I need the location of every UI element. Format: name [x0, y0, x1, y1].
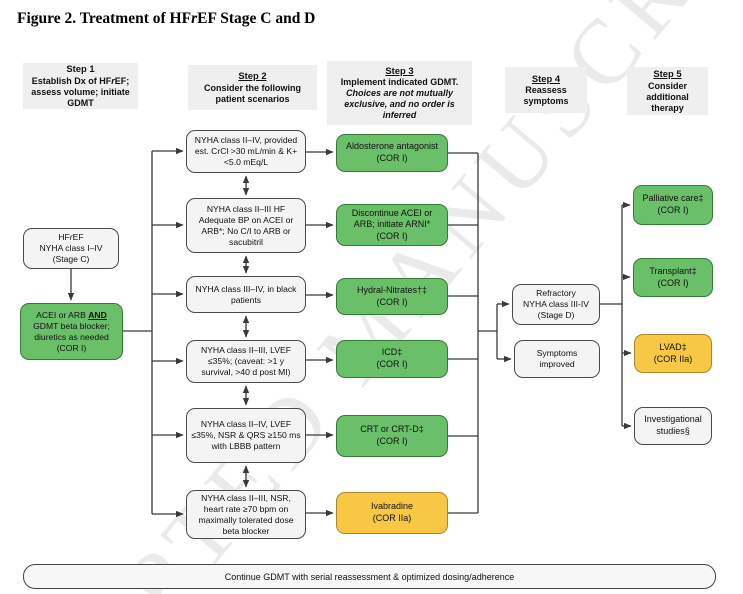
scenario-text: NYHA class II–IV, LVEF ≤35%, NSR & QRS ≥… — [191, 419, 301, 451]
palliative-care-box: Palliative care‡ (COR I) — [633, 185, 713, 225]
treatment-label: ICD‡ — [381, 347, 403, 358]
transplant-box: Transplant‡ (COR I) — [633, 258, 713, 297]
step-2-desc: Consider the following patient scenarios — [204, 82, 301, 104]
treatment-label: CRT or CRT-D‡ — [360, 424, 424, 435]
cor-label: (COR IIa) — [653, 353, 693, 364]
step-1-header: Step 1 Establish Dx of HFrEF; assess vol… — [23, 63, 138, 109]
scenario-text: NYHA class III–IV, in black patients — [195, 283, 297, 305]
step-5-label: Step 5 — [653, 68, 682, 80]
scenario-text: NYHA class II–III, NSR, heart rate ≥70 b… — [198, 492, 294, 536]
treatment-box-arni: Discontinue ACEI or ARB; initiate ARNI* … — [336, 204, 448, 246]
stage-c-box: HFrEF NYHA class I–IV (Stage C) — [23, 228, 119, 269]
step-1-label: Step 1 — [66, 63, 95, 75]
initial-gdmt-line1: ACEI or ARB AND — [36, 309, 107, 320]
additional-label: LVAD‡ — [659, 341, 687, 352]
treatment-label: Aldosterone antagonist — [345, 141, 439, 152]
treatment-box-crt: CRT or CRT-D‡ (COR I) — [336, 415, 448, 457]
cor-label: (COR I) — [657, 277, 689, 288]
step-5-header: Step 5 Consider additional therapy — [627, 67, 708, 115]
stage-c-line1: HFrEF — [58, 232, 84, 242]
step-5-desc: Consider additional therapy — [646, 80, 689, 113]
figure-title: Figure 2. Treatment of HFrEF Stage C and… — [17, 10, 316, 27]
initial-gdmt-line2: GDMT beta blocker; diuretics as needed — [33, 320, 110, 342]
cor-label: (COR IIa) — [372, 513, 412, 523]
scenario-box-arni: NYHA class II–III HF Adequate BP on ACEI… — [186, 198, 306, 253]
step-3-desc: Implement indicated GDMT. Choices are no… — [340, 77, 459, 121]
scenario-box-crcl: NYHA class II–IV, provided est. CrCl >30… — [186, 130, 306, 173]
step-4-desc: Reassess symptoms — [523, 85, 569, 107]
cor-label: (COR I) — [376, 296, 408, 307]
treatment-box-ivabradine: Ivabradine (COR IIa) — [336, 492, 448, 534]
step-4-label: Step 4 — [531, 72, 561, 84]
footer-text: Continue GDMT with serial reassessment &… — [224, 571, 515, 582]
scenario-text: NYHA class II–III HF Adequate BP on ACEI… — [198, 203, 294, 247]
step-2-header: Step 2 Consider the following patient sc… — [188, 65, 317, 110]
scenario-box-ivabradine: NYHA class II–III, NSR, heart rate ≥70 b… — [186, 490, 306, 539]
initial-gdmt-cor: (COR I) — [56, 342, 87, 353]
step-1-desc: Establish Dx of HFrEF; assess volume; in… — [31, 75, 130, 108]
scenario-box-icd: NYHA class II–III, LVEF ≤35%; (caveat: >… — [186, 340, 306, 383]
additional-label: Transplant‡ — [649, 265, 697, 276]
treatment-label: Hydral-Nitrates†‡ — [356, 284, 428, 295]
cor-label: (COR I) — [376, 436, 408, 446]
additional-label: Investigational studies§ — [644, 414, 702, 436]
lvad-box: LVAD‡ (COR IIa) — [634, 334, 712, 373]
footer-bar: Continue GDMT with serial reassessment &… — [23, 564, 716, 589]
step-4-header: Step 4 Reassess symptoms — [505, 67, 587, 113]
refractory-line2: NYHA class III-IV — [523, 299, 589, 309]
stage-c-line2: NYHA class I–IV — [39, 243, 103, 253]
additional-label: Palliative care‡ — [642, 193, 704, 204]
refractory-line3: (Stage D) — [537, 310, 575, 320]
symptoms-improved-box: Symptoms improved — [514, 340, 600, 378]
treatment-box-icd: ICD‡ (COR I) — [336, 340, 448, 378]
step-3-label: Step 3 — [385, 64, 414, 76]
cor-label: (COR I) — [376, 230, 408, 241]
treatment-box-aldosterone: Aldosterone antagonist (COR I) — [336, 134, 448, 172]
scenario-text: NYHA class II–III, LVEF ≤35%; (caveat: >… — [200, 345, 292, 377]
investigational-studies-box: Investigational studies§ — [634, 407, 712, 445]
scenario-text: NYHA class II–IV, provided est. CrCl >30… — [194, 135, 298, 167]
symptoms-improved-text: Symptoms improved — [536, 348, 578, 369]
step-3-header: Step 3 Implement indicated GDMT. Choices… — [327, 61, 472, 125]
cor-label: (COR I) — [657, 205, 689, 215]
treatment-box-hydral-nitrates: Hydral-Nitrates†‡ (COR I) — [336, 278, 448, 315]
treatment-label: Ivabradine — [370, 501, 414, 512]
cor-label: (COR I) — [376, 153, 408, 163]
treatment-label: Discontinue ACEI or ARB; initiate ARNI* — [351, 207, 433, 230]
scenario-box-black-patients: NYHA class III–IV, in black patients — [186, 276, 306, 313]
initial-gdmt-box: ACEI or ARB AND GDMT beta blocker; diure… — [20, 303, 123, 360]
refractory-box: Refractory NYHA class III-IV (Stage D) — [512, 284, 600, 325]
refractory-line1: Refractory — [536, 288, 576, 298]
scenario-box-crt: NYHA class II–IV, LVEF ≤35%, NSR & QRS ≥… — [186, 408, 306, 463]
stage-c-line3: (Stage C) — [52, 254, 90, 264]
cor-label: (COR I) — [376, 359, 408, 369]
step-2-label: Step 2 — [238, 70, 267, 82]
